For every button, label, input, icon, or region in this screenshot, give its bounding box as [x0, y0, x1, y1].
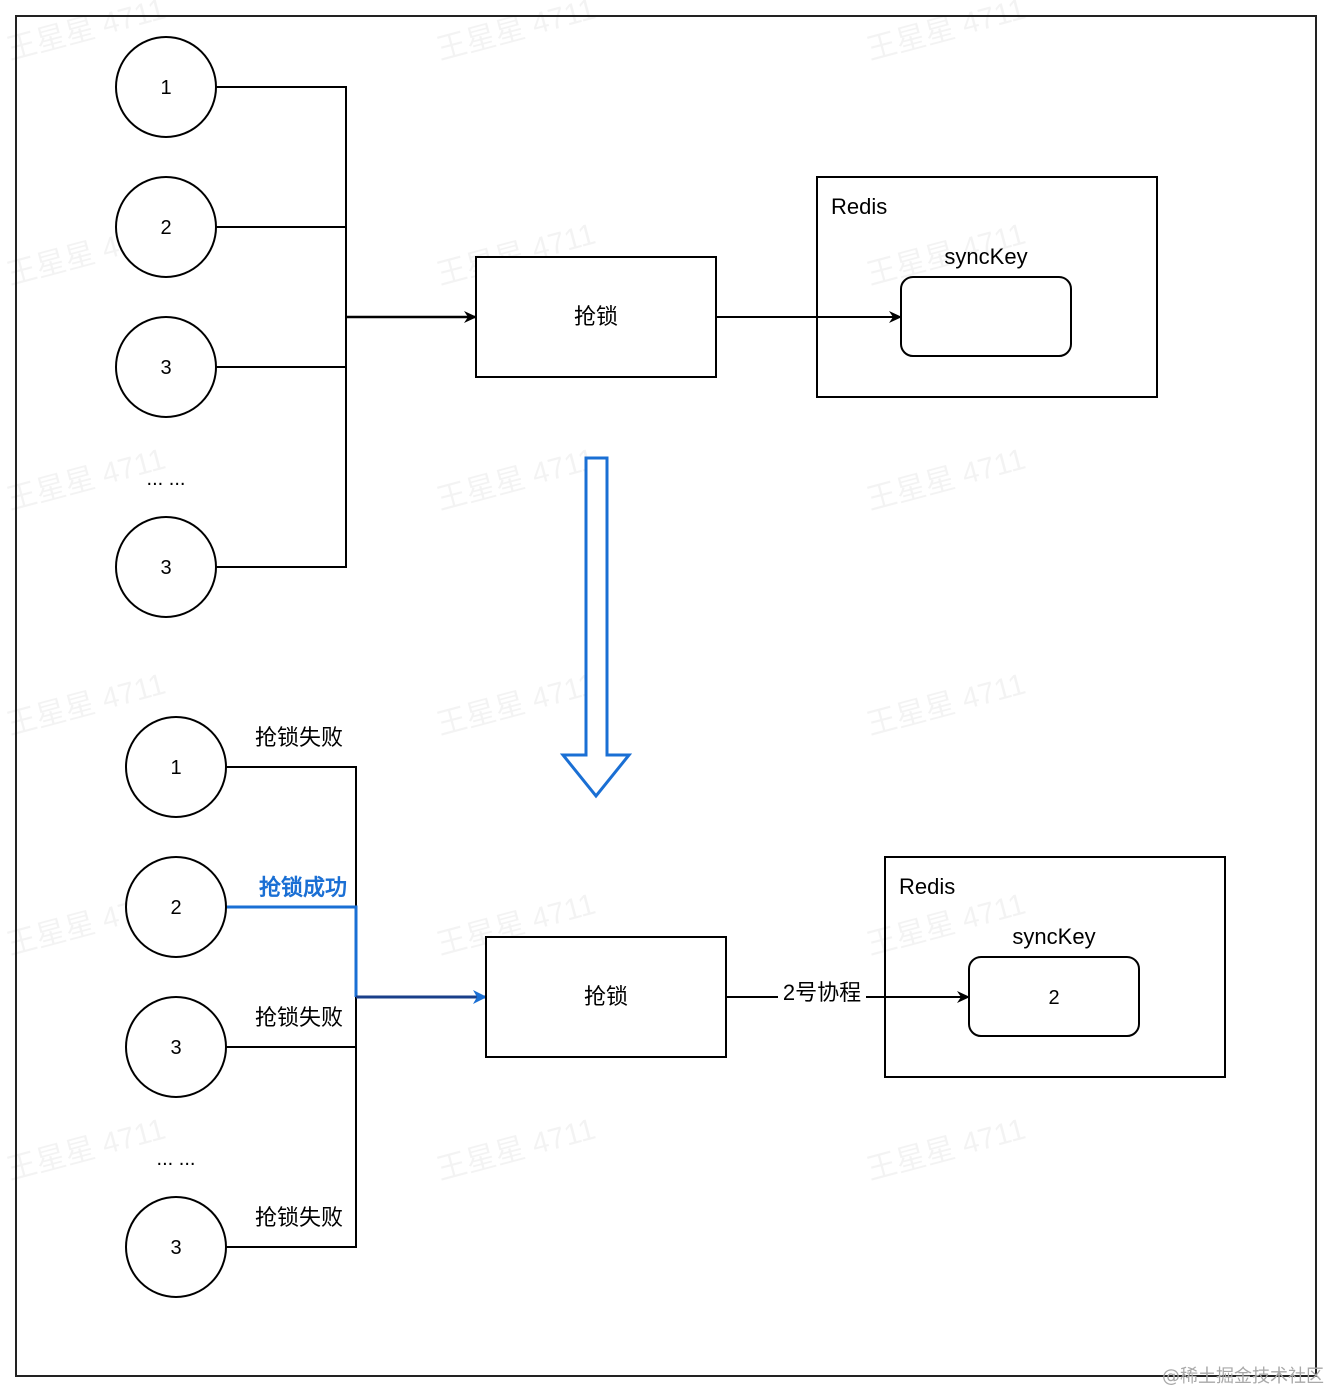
success-path — [226, 905, 358, 997]
outer-frame — [15, 15, 1317, 1377]
coroutine-circle — [125, 856, 227, 958]
watermark: 王星星 4711 — [3, 443, 169, 517]
synckey-slot — [900, 276, 1072, 357]
synckey-slot — [968, 956, 1140, 1037]
coroutine-id: 2 — [160, 217, 171, 239]
lock-failed-label: 抢锁失败 — [255, 1205, 343, 1230]
coroutine-node: 3 — [115, 516, 217, 618]
coroutine-circle — [125, 716, 227, 818]
lock-box — [485, 936, 727, 1058]
coroutine-id: 3 — [170, 1237, 181, 1259]
top-connectors — [216, 86, 902, 568]
watermark: 王星星 4711 — [863, 443, 1029, 517]
synckey-value: 2 — [1048, 987, 1059, 1009]
watermark: 王星星 4711 — [433, 668, 599, 742]
lock-box — [475, 256, 717, 378]
coroutine-id: 3 — [160, 357, 171, 379]
watermark: 王星星 4711 — [433, 443, 599, 517]
top-diagram: 1 2 3 ... ... 3 抢锁 Redis syncKey — [115, 36, 1158, 618]
watermark: 王星星 4711 — [433, 1113, 599, 1187]
connector-line — [216, 86, 347, 568]
synckey-label: syncKey — [944, 244, 1027, 269]
coroutine-node: 3 — [125, 996, 227, 1098]
coroutine-node: 3 — [115, 316, 217, 418]
lock-success-label: 抢锁成功 — [259, 875, 347, 900]
arrow-label: 2号协程 — [783, 980, 861, 1005]
arrow-label-bg — [778, 980, 866, 1006]
coroutine-node: 2 — [115, 176, 217, 278]
coroutine-circle — [115, 36, 217, 138]
ellipsis: ... ... — [147, 468, 186, 490]
coroutine-id: 3 — [170, 1037, 181, 1059]
bottom-diagram: 抢锁失败 抢锁成功 抢锁失败 抢锁失败 1 2 3 ... ... 3 抢锁 2… — [125, 716, 1226, 1298]
coroutine-circle — [115, 316, 217, 418]
redis-label: Redis — [899, 874, 955, 899]
watermark: 王星星 4711 — [433, 0, 599, 67]
coroutine-node: 2 — [125, 856, 227, 958]
coroutine-node: 3 — [125, 1196, 227, 1298]
coroutine-id: 2 — [170, 897, 181, 919]
credit-watermark: @稀土掘金技术社区 — [1162, 1366, 1324, 1387]
coroutine-id: 3 — [160, 557, 171, 579]
coroutine-circle — [125, 996, 227, 1098]
coroutine-node: 1 — [115, 36, 217, 138]
lock-failed-label: 抢锁失败 — [255, 1005, 343, 1030]
coroutine-circle — [115, 516, 217, 618]
connector-line — [226, 766, 357, 1248]
watermark: 王星星 4711 — [3, 1113, 169, 1187]
redis-container — [884, 856, 1226, 1078]
watermark: 王星星 4711 — [863, 0, 1029, 67]
coroutine-circle — [125, 1196, 227, 1298]
coroutine-circle — [115, 176, 217, 278]
coroutine-node: 1 — [125, 716, 227, 818]
lock-failed-label: 抢锁失败 — [255, 725, 343, 750]
ellipsis: ... ... — [157, 1148, 196, 1170]
coroutine-id: 1 — [170, 757, 181, 779]
watermark: 王星星 4711 — [863, 1113, 1029, 1187]
redis-container — [816, 176, 1158, 398]
watermark: 王星星 4711 — [863, 668, 1029, 742]
coroutine-id: 1 — [160, 77, 171, 99]
redis-label: Redis — [831, 194, 887, 219]
lock-box-label: 抢锁 — [574, 304, 618, 329]
transition-arrow — [559, 456, 633, 799]
synckey-label: syncKey — [1012, 924, 1095, 949]
lock-box-label: 抢锁 — [584, 984, 628, 1009]
